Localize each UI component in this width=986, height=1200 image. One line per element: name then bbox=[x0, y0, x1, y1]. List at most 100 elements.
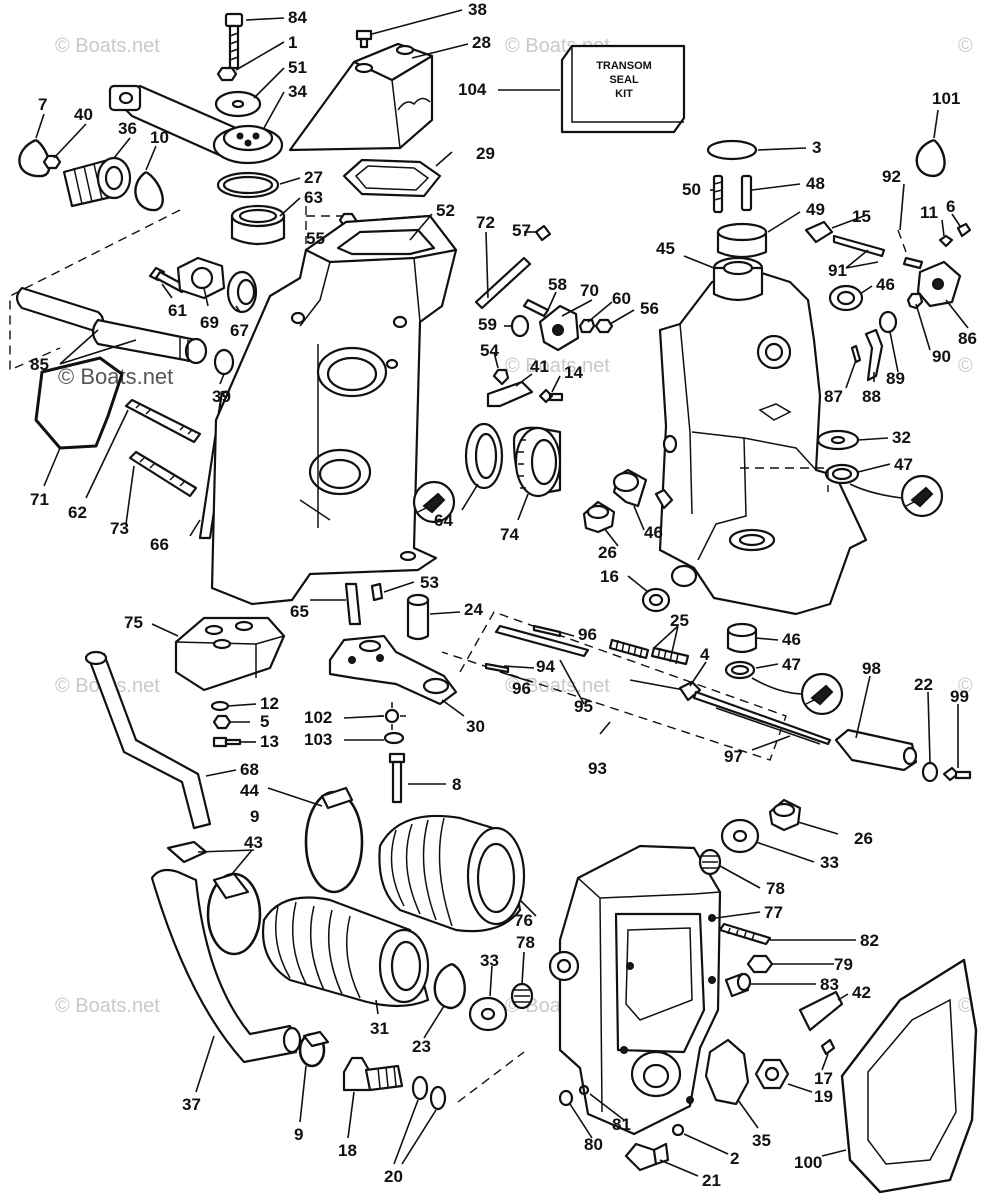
callout-14: 14 bbox=[564, 363, 583, 382]
callout-10: 10 bbox=[150, 128, 169, 147]
callout-labels: 84 1 38 28 51 34 104 7 40 36 10 29 27 63… bbox=[30, 0, 977, 1190]
part-22-washer bbox=[921, 761, 939, 783]
callout-80: 80 bbox=[584, 1135, 603, 1154]
part-87-pin bbox=[850, 344, 862, 364]
part-52-gimbal-housing bbox=[210, 214, 458, 606]
callout-53: 53 bbox=[420, 573, 439, 592]
part-31-bellows bbox=[262, 896, 430, 1008]
part-5-nut bbox=[212, 714, 232, 730]
watermark: © Boats.net bbox=[55, 995, 160, 1017]
callout-65: 65 bbox=[290, 602, 309, 621]
callout-58: 58 bbox=[548, 275, 567, 294]
callout-51: 51 bbox=[288, 58, 307, 77]
part-11-washer bbox=[938, 234, 954, 248]
callout-33: 33 bbox=[820, 853, 839, 872]
part-28-cover bbox=[288, 42, 434, 152]
part-17-screw bbox=[820, 1038, 836, 1056]
callout-60: 60 bbox=[612, 289, 631, 308]
dashed-guide-85 bbox=[9, 209, 181, 372]
part-75-anode bbox=[174, 616, 286, 692]
callout-71: 71 bbox=[30, 490, 49, 509]
callout-6: 6 bbox=[946, 197, 955, 216]
callout-92: 92 bbox=[882, 167, 901, 186]
callout-101: 101 bbox=[932, 89, 960, 108]
callout-17: 17 bbox=[814, 1069, 833, 1088]
callout-28: 28 bbox=[472, 33, 491, 52]
callout-74: 74 bbox=[500, 525, 519, 544]
part-45-swivel-housing bbox=[658, 256, 868, 616]
part-16-bushing bbox=[641, 587, 671, 613]
callout-77: 77 bbox=[764, 903, 783, 922]
callout-70: 70 bbox=[580, 281, 599, 300]
part-13-screw bbox=[212, 736, 242, 748]
callout-81: 81 bbox=[612, 1115, 631, 1134]
callout-8: 8 bbox=[452, 775, 461, 794]
callout-41: 41 bbox=[530, 357, 549, 376]
part-39-o-ring bbox=[213, 348, 235, 376]
callout-78: 78 bbox=[766, 879, 785, 898]
callout-68: 68 bbox=[240, 760, 259, 779]
part-10-clamp bbox=[134, 170, 164, 212]
callout-19: 19 bbox=[814, 1087, 833, 1106]
part-6-screw bbox=[956, 222, 972, 238]
callout-26: 26 bbox=[854, 829, 873, 848]
callout-73: 73 bbox=[110, 519, 129, 538]
callout-59: 59 bbox=[478, 315, 497, 334]
dashed-guide-93 bbox=[441, 611, 787, 761]
callout-7: 7 bbox=[38, 95, 47, 114]
callout-15: 15 bbox=[852, 207, 871, 226]
callout-49: 49 bbox=[806, 200, 825, 219]
part-steering-arm bbox=[108, 84, 248, 160]
part-27-o-ring bbox=[216, 171, 280, 199]
callout-27: 27 bbox=[304, 168, 323, 187]
watermark: © Boats.net bbox=[55, 35, 160, 57]
part-33-washer bbox=[468, 996, 508, 1032]
part-64-seal bbox=[464, 422, 504, 490]
copyright-mark: © bbox=[958, 675, 973, 697]
callout-55: 55 bbox=[306, 229, 325, 248]
callout-97: 97 bbox=[724, 747, 743, 766]
callout-16: 16 bbox=[600, 567, 619, 586]
callout-48: 48 bbox=[806, 174, 825, 193]
callout-90: 90 bbox=[932, 347, 951, 366]
callout-5: 5 bbox=[260, 712, 269, 731]
part-2-o-ring bbox=[671, 1123, 685, 1137]
part-4-fitting bbox=[678, 680, 832, 746]
part-20-o-ring bbox=[429, 1085, 447, 1111]
callout-1: 1 bbox=[288, 33, 297, 52]
part-51-washer bbox=[214, 90, 262, 118]
callout-86: 86 bbox=[958, 329, 977, 348]
kit-label-line2: SEAL bbox=[609, 74, 639, 86]
part-70-bracket bbox=[538, 304, 580, 352]
part-60-washer bbox=[578, 318, 596, 334]
part-69-plate bbox=[176, 256, 226, 300]
leader-grease-47b bbox=[751, 677, 805, 695]
callout-102: 102 bbox=[304, 708, 332, 727]
part-65-pin bbox=[344, 582, 362, 626]
callout-79: 79 bbox=[834, 955, 853, 974]
part-84-bolt bbox=[224, 12, 244, 70]
part-100-gasket-inner bbox=[867, 998, 957, 1165]
callout-38: 38 bbox=[468, 0, 487, 19]
part-100-gasket bbox=[840, 958, 978, 1194]
callout-69: 69 bbox=[200, 313, 219, 332]
callout-104: 104 bbox=[458, 80, 487, 99]
callout-30: 30 bbox=[466, 717, 485, 736]
callout-99: 99 bbox=[950, 687, 969, 706]
callout-4: 4 bbox=[700, 645, 710, 664]
callout-45: 45 bbox=[656, 239, 675, 258]
callout-96: 96 bbox=[578, 625, 597, 644]
watermark: © Boats.net bbox=[505, 675, 610, 697]
callout-46: 46 bbox=[644, 523, 663, 542]
grease-icon bbox=[800, 672, 844, 716]
callout-100: 100 bbox=[794, 1153, 822, 1172]
callout-11: 11 bbox=[920, 203, 938, 222]
kit-label-line1: TRANSOM bbox=[596, 60, 652, 72]
callout-85: 85 bbox=[30, 355, 49, 374]
callout-96: 96 bbox=[512, 679, 531, 698]
callout-24: 24 bbox=[464, 600, 483, 619]
callout-67: 67 bbox=[230, 321, 249, 340]
part-19-nut bbox=[754, 1058, 790, 1090]
